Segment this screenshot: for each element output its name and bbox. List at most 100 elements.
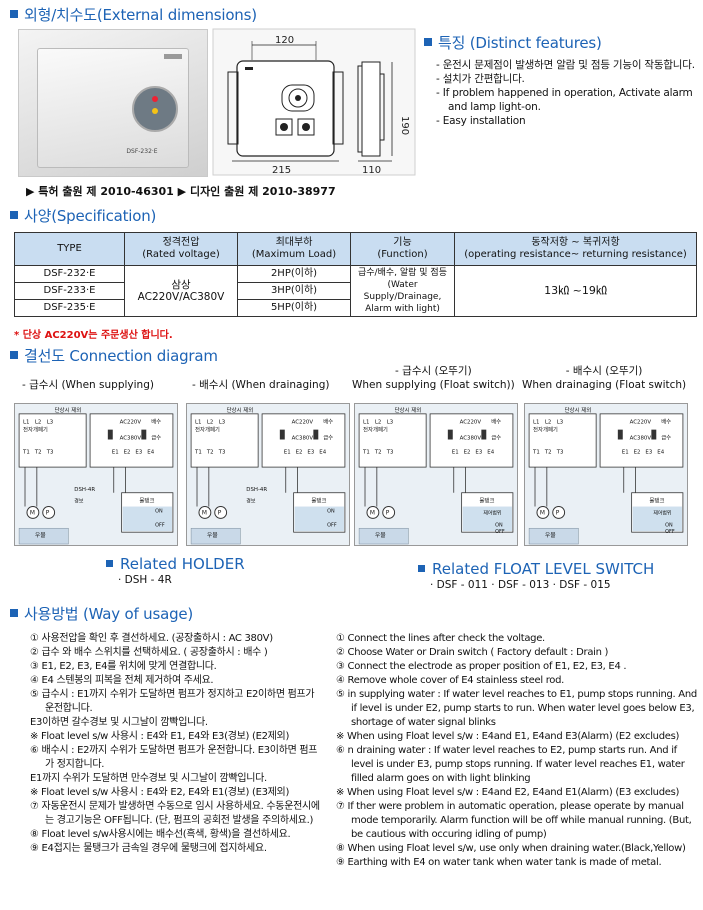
features-list: - 운전시 문제점이 발생하면 알람 및 점등 기능이 작동합니다. - 설치가… xyxy=(436,58,698,128)
related-holder-title: Related HOLDER xyxy=(106,555,245,573)
motor-icon xyxy=(366,506,380,519)
section-title-spec: 사양(Specification) xyxy=(10,205,156,226)
usage-en-item: ※ When using Float level s/w : E4and E1,… xyxy=(336,731,680,742)
control-range-label: 제어범위 xyxy=(653,509,671,516)
dansang-label: 단상시 제외 xyxy=(227,406,254,414)
on-label: ON xyxy=(495,522,503,528)
pump-icon xyxy=(382,506,396,519)
terminal-t1-label: T1 xyxy=(362,449,370,455)
terminal-t1-label: T1 xyxy=(532,449,540,455)
on-label: ON xyxy=(665,522,673,528)
section-title-external: 외형/치수도(External dimensions) xyxy=(10,4,257,25)
usage-ko-item: ③ E1, E2, E3, E4를 위치에 맞게 연결합니다. xyxy=(30,661,217,672)
motor-label: M xyxy=(202,510,207,516)
dansang-label: 단상시 제외 xyxy=(565,406,592,414)
electrode-e1-label: E1 xyxy=(622,449,629,455)
electrode-e3-label: E3 xyxy=(135,449,142,455)
usage-en-item: ② Choose Water or Drain switch ( Factory… xyxy=(336,647,609,658)
spec-header-function: 기능 (Function) xyxy=(350,232,455,266)
usage-ko-item: ④ E4 스텐봉의 피복을 전체 제거하여 주세요. xyxy=(30,675,214,686)
spec-header-resistance: 동작저항 ~ 복귀저항 (operating resistance~ retur… xyxy=(454,232,697,266)
controller-box xyxy=(89,413,174,468)
usage-list-english: ① Connect the lines after check the volt… xyxy=(336,632,698,870)
mode-switch-icon xyxy=(141,429,147,440)
spec-header-load: 최대부하 (Maximum Load) xyxy=(237,232,351,266)
terminal-l1-label: L1 xyxy=(23,420,29,426)
contactor-label: 전자개폐기 xyxy=(23,426,48,434)
motor-icon xyxy=(536,506,550,519)
pump-icon xyxy=(42,506,56,519)
usage-ko-item: ① 사용전압을 확인 후 결선하세요. (공장출하시 : AC 380V) xyxy=(30,633,273,644)
spec-resistance-cell: 13㏀ ~19㏀ xyxy=(454,265,697,317)
off-label: OFF xyxy=(327,522,337,528)
electrode-e4-label: E4 xyxy=(147,449,154,455)
spec-load-cell: 2HP(이하) xyxy=(237,265,351,283)
usage-en-item: ⑧ When using Float level s/w, use only w… xyxy=(336,843,686,854)
tank-label: 물탱크 xyxy=(311,498,326,505)
tank-label: 물탱크 xyxy=(649,498,664,505)
control-range-label: 제어범위 xyxy=(483,509,501,516)
usage-ko-item: ⑥ 배수시 : E2까지 수위가 도달하면 펌프가 운전합니다. E3이하면 펌… xyxy=(30,745,318,770)
section-title-usage: 사용방법 (Way of usage) xyxy=(10,603,193,624)
spec-type-cell: DSF-232·E xyxy=(14,265,125,283)
terminal-t1-label: T1 xyxy=(22,449,30,455)
well-water xyxy=(358,527,409,545)
supply-label: 급수 xyxy=(323,434,333,441)
alarm-label: 경보 xyxy=(246,498,256,505)
electrode-e1-label: E1 xyxy=(452,449,459,455)
section-title-features: 특징 (Distinct features) xyxy=(424,32,602,53)
terminal-l3-label: L3 xyxy=(47,420,53,426)
related-float-models: · DSF - 011 · DSF - 013 · DSF - 015 xyxy=(430,579,611,591)
pump-icon xyxy=(214,506,228,519)
feature-item: - Easy installation xyxy=(436,115,526,127)
spec-table: TYPE 정격전압 (Rated voltage) 최대부하 (Maximum … xyxy=(14,232,697,317)
dansang-label: 단상시 제외 xyxy=(55,406,82,414)
well-label: 우물 xyxy=(545,532,556,539)
terminal-l1-label: L1 xyxy=(363,420,369,426)
dim-bottom-label: 215 xyxy=(272,165,291,176)
diagram-caption-supply: - 급수시 (When supplying) xyxy=(22,379,154,391)
terminal-l2-label: L2 xyxy=(207,420,213,426)
usage-ko-item: ② 급수 와 배수 스위치를 선택하세요. ( 공장출하시 : 배수 ) xyxy=(30,647,268,658)
drain-label: 배수 xyxy=(661,418,671,426)
electrode-e2-label: E2 xyxy=(124,449,131,455)
spec-header-voltage: 정격전압 (Rated voltage) xyxy=(124,232,238,266)
motor-label: M xyxy=(370,510,375,516)
off-label: OFF xyxy=(155,522,165,528)
electrode-e2-label: E2 xyxy=(296,449,303,455)
well-water xyxy=(528,527,579,545)
spec-type-cell: DSF-233·E xyxy=(14,282,125,300)
ac220-label: AC220V xyxy=(120,420,142,426)
terminal-t2-label: T2 xyxy=(206,449,214,455)
pump-label: P xyxy=(218,510,222,516)
terminal-t2-label: T2 xyxy=(34,449,42,455)
terminal-l2-label: L2 xyxy=(545,420,551,426)
electrode-e2-label: E2 xyxy=(634,449,641,455)
model-plate: DSF-232·E xyxy=(126,148,158,155)
holder-label: DSH-4R xyxy=(246,487,267,493)
usage-en-item: ⑦ If ther were problem in automatic oper… xyxy=(336,801,692,840)
mode-switch-icon xyxy=(313,429,319,440)
contactor-label: 전자개폐기 xyxy=(363,426,388,434)
electrode-e1-label: E1 xyxy=(284,449,291,455)
electrode-e4-label: E4 xyxy=(319,449,326,455)
electrode-e4-label: E4 xyxy=(487,449,494,455)
ac380-label: AC380V xyxy=(120,435,142,441)
controller-box xyxy=(599,413,684,468)
holder-label: DSH-4R xyxy=(74,487,95,493)
pump-label: P xyxy=(556,510,560,516)
usage-list-korean: ① 사용전압을 확인 후 결선하세요. (공장출하시 : AC 380V) ② … xyxy=(30,632,326,856)
feature-item: - If problem happened in operation, Acti… xyxy=(436,87,693,113)
tank-water xyxy=(294,506,344,532)
usage-ko-item: ⑨ E4접지는 물탱크가 금속일 경우에 물탱크에 접지하세요. xyxy=(30,843,267,854)
diagram-caption-drain: - 배수시 (When drainaging) xyxy=(192,379,330,391)
terminal-l1-label: L1 xyxy=(533,420,539,426)
tank-water xyxy=(462,506,512,532)
patent-line: ▶ 특허 출원 제 2010-46301 ▶ 디자인 출원 제 2010-389… xyxy=(26,185,336,198)
ac220-label: AC220V xyxy=(292,420,314,426)
electrode-e1-label: E1 xyxy=(112,449,119,455)
dimension-drawing: 120 215 190 110 xyxy=(212,28,416,176)
